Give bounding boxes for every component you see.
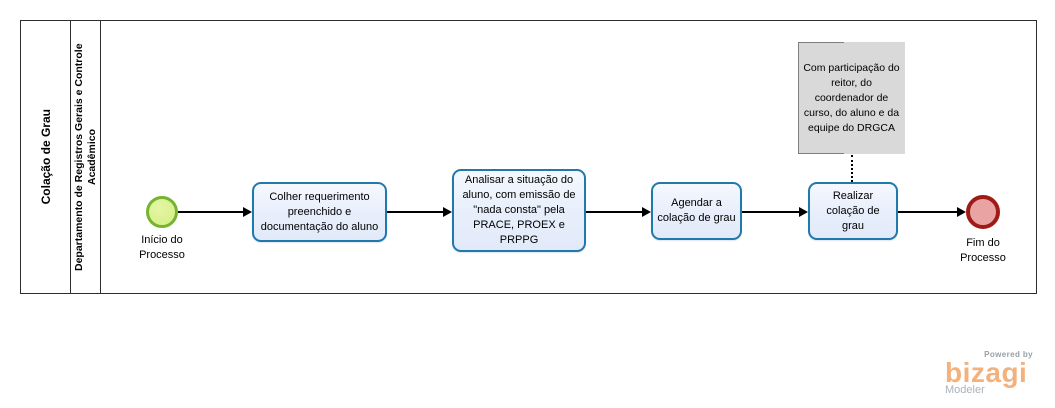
arrowhead-icon — [642, 207, 651, 217]
arrowhead-icon — [957, 207, 966, 217]
pool-title: Colação de Grau — [38, 109, 53, 205]
lane-title: Departamento de Registros Gerais e Contr… — [72, 43, 98, 271]
sequence-flow-1[interactable] — [178, 205, 252, 219]
lane-header[interactable]: Departamento de Registros Gerais e Contr… — [71, 21, 101, 293]
powered-by-text: Powered by — [984, 350, 1033, 359]
start-event-label: Início do Processo — [122, 233, 202, 263]
task-label: Agendar a colação de grau — [657, 197, 736, 224]
sequence-flow-5[interactable] — [898, 205, 966, 219]
sequence-flow-4[interactable] — [742, 205, 808, 219]
association-dotted-line — [851, 155, 853, 182]
pool-header[interactable]: Colação de Grau — [21, 21, 71, 293]
flow-line — [586, 211, 644, 213]
sequence-flow-3[interactable] — [586, 205, 651, 219]
text-annotation[interactable]: Com participação do reitor, do coordenad… — [798, 42, 905, 154]
task-label: Analisar a situação do aluno, com emissã… — [462, 174, 576, 246]
annotation-text: Com participação do reitor, do coordenad… — [803, 61, 900, 134]
start-event[interactable] — [146, 196, 178, 228]
start-event-label-text: Início do Processo — [139, 234, 185, 261]
flow-line — [387, 211, 445, 213]
end-event-label: Fim do Processo — [943, 236, 1023, 266]
arrowhead-icon — [243, 207, 252, 217]
task-agendar-colacao[interactable]: Agendar a colação de grau — [651, 182, 742, 240]
arrowhead-icon — [443, 207, 452, 217]
arrowhead-icon — [799, 207, 808, 217]
task-label: Colher requerimento preenchido e documen… — [260, 190, 379, 233]
flow-line — [898, 211, 959, 213]
task-analisar-situacao[interactable]: Analisar a situação do aluno, com emissã… — [452, 169, 586, 252]
task-realizar-colacao[interactable]: Realizar colação de grau — [808, 182, 898, 240]
flow-line — [178, 211, 245, 213]
task-colher-requerimento[interactable]: Colher requerimento preenchido e documen… — [252, 182, 387, 242]
bizagi-logo: Powered by bizagi Modeler — [945, 350, 1035, 396]
task-label: Realizar colação de grau — [826, 189, 880, 232]
sequence-flow-2[interactable] — [387, 205, 452, 219]
modeler-text: Modeler — [945, 384, 985, 396]
end-event[interactable] — [966, 195, 1000, 229]
flow-line — [742, 211, 801, 213]
end-event-label-text: Fim do Processo — [960, 237, 1006, 264]
bizagi-brand-text: bizagi — [945, 357, 1028, 388]
